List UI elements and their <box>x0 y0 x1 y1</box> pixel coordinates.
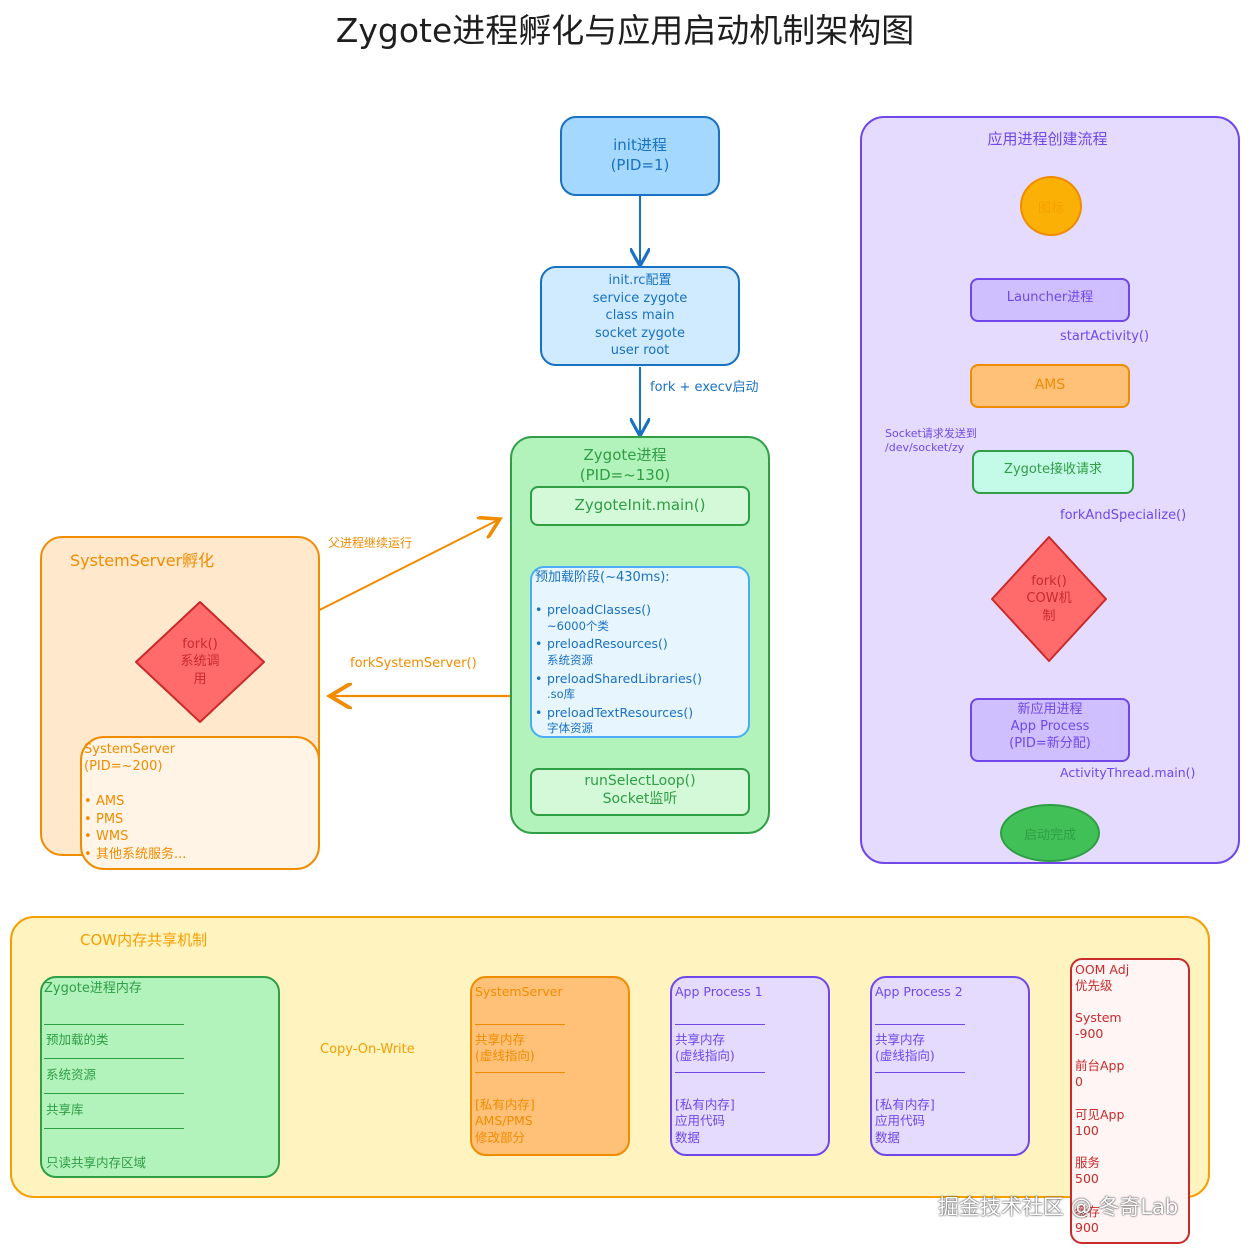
systemserver-private-memory: [私有内存] AMS/PMS 修改部分 <box>475 1097 535 1145</box>
run-select-loop-box <box>530 768 750 816</box>
divider <box>475 1072 565 1073</box>
oom-adj-item: System -900 <box>1075 1010 1122 1042</box>
new-app-process-label: 新应用进程 App Process (PID=新分配) <box>1009 702 1091 751</box>
systemserver-process-title: SystemServer (PID=~200) <box>84 742 176 774</box>
zygote-memory-row: 系统资源 <box>46 1067 97 1082</box>
edge-label-fork-systemserver: forkSystemServer() <box>350 656 477 671</box>
preload-item: preloadResources()系统资源 <box>535 636 747 667</box>
ams-label: AMS <box>1034 377 1066 393</box>
initrc-config-box <box>540 266 740 366</box>
divider <box>44 1093 184 1094</box>
watermark: 掘金技术社区 @ 冬奇Lab <box>938 1195 1179 1219</box>
init-process-box <box>560 116 720 196</box>
init-process-label: init进程 (PID=1) <box>610 136 670 174</box>
edge-label-copy-on-write: Copy-On-Write <box>320 1042 415 1057</box>
divider <box>44 1128 184 1129</box>
systemserver-memory-box <box>470 976 630 1156</box>
zygote-memory-title: Zygote进程内存 <box>44 981 142 996</box>
fork-cow-diamond: fork() COW机 制 <box>990 535 1108 663</box>
zygoteinit-main-box <box>530 486 750 526</box>
preload-phase-title: 预加载阶段(~430ms): <box>535 570 670 585</box>
divider <box>875 1024 965 1025</box>
zygote-memory-box <box>40 976 280 1178</box>
systemserver-group-title: SystemServer孵化 <box>70 551 215 570</box>
fork-syscall-diamond: fork() 系统调 用 <box>134 600 266 724</box>
oom-adj-priority-box <box>1070 958 1190 1244</box>
edge-label-fork-specialize: forkAndSpecialize() <box>1060 508 1187 523</box>
divider <box>675 1024 765 1025</box>
divider <box>44 1024 184 1025</box>
fork-syscall-label: fork() 系统调 用 <box>180 636 220 687</box>
preload-list: preloadClasses()~6000个类 preloadResources… <box>535 602 747 736</box>
app-process-2-title: App Process 2 <box>875 984 963 999</box>
launch-complete-node: 启动完成 <box>1000 804 1100 862</box>
service-item: 其他系统服务... <box>84 846 186 864</box>
app-icon-node: 图标 <box>1020 176 1082 236</box>
divider <box>875 1072 965 1073</box>
preload-item: preloadTextResources()字体资源 <box>535 705 747 736</box>
preload-item: preloadClasses()~6000个类 <box>535 602 747 633</box>
edge-label-start-activity: startActivity() <box>1060 329 1150 344</box>
app-process-1-title: App Process 1 <box>675 984 763 999</box>
oom-adj-item: 前台App 0 <box>1075 1058 1125 1090</box>
oom-adj-item: 可见App 100 <box>1075 1107 1125 1139</box>
edge-label-parent-continue: 父进程继续运行 <box>328 536 413 550</box>
zygote-receive-label: Zygote接收请求 <box>1004 462 1102 477</box>
divider <box>675 1072 765 1073</box>
run-select-loop-label: runSelectLoop() Socket监听 <box>584 773 696 808</box>
app-process-2-shared-memory: 共享内存 (虚线指向) <box>875 1032 935 1064</box>
launcher-process-box <box>970 278 1130 322</box>
systemserver-services: AMS PMS WMS 其他系统服务... <box>84 793 186 863</box>
new-app-process-box <box>970 698 1130 762</box>
preload-item: preloadSharedLibraries().so库 <box>535 671 747 702</box>
zygote-memory-footer: 只读共享内存区域 <box>46 1155 147 1170</box>
divider <box>44 1058 184 1059</box>
systemserver-shared-memory: 共享内存 (虚线指向) <box>475 1032 535 1064</box>
service-item: AMS <box>84 793 186 811</box>
app-process-2-memory-box <box>870 976 1030 1156</box>
edge-label-activity-thread: ActivityThread.main() <box>1060 765 1196 780</box>
edge-label-socket-request: Socket请求发送到 /dev/socket/zy <box>885 427 977 455</box>
oom-adj-item: 服务 500 <box>1075 1155 1101 1187</box>
app-process-1-memory-box <box>670 976 830 1156</box>
zygote-memory-row: 共享库 <box>46 1102 84 1117</box>
zygote-memory-row: 预加载的类 <box>46 1032 109 1047</box>
fork-cow-label: fork() COW机 制 <box>1026 573 1072 624</box>
launcher-process-label: Launcher进程 <box>1006 290 1094 305</box>
zygote-process-title: Zygote进程 (PID=~130) <box>579 446 671 484</box>
ams-box <box>970 364 1130 408</box>
cow-section-title: COW内存共享机制 <box>80 931 208 949</box>
divider <box>475 1024 565 1025</box>
initrc-config-label: init.rc配置 service zygote class main sock… <box>592 273 688 359</box>
zygoteinit-main-label: ZygoteInit.main() <box>574 496 706 514</box>
zygote-receive-box <box>972 450 1134 494</box>
app-creation-flow-title: 应用进程创建流程 <box>987 130 1108 148</box>
edge-label-fork-execv: fork + execv启动 <box>650 380 759 395</box>
app-process-1-private-memory: [私有内存] 应用代码 数据 <box>675 1097 735 1145</box>
service-item: WMS <box>84 828 186 846</box>
systemserver-memory-title: SystemServer <box>475 984 563 999</box>
app-process-1-shared-memory: 共享内存 (虚线指向) <box>675 1032 735 1064</box>
app-process-2-private-memory: [私有内存] 应用代码 数据 <box>875 1097 935 1145</box>
service-item: PMS <box>84 811 186 829</box>
diagram-title: Zygote进程孵化与应用启动机制架构图 <box>335 11 915 50</box>
oom-adj-title: OOM Adj 优先级 <box>1075 962 1130 994</box>
oom-adj-item: 缓存 900 <box>1075 1204 1101 1236</box>
